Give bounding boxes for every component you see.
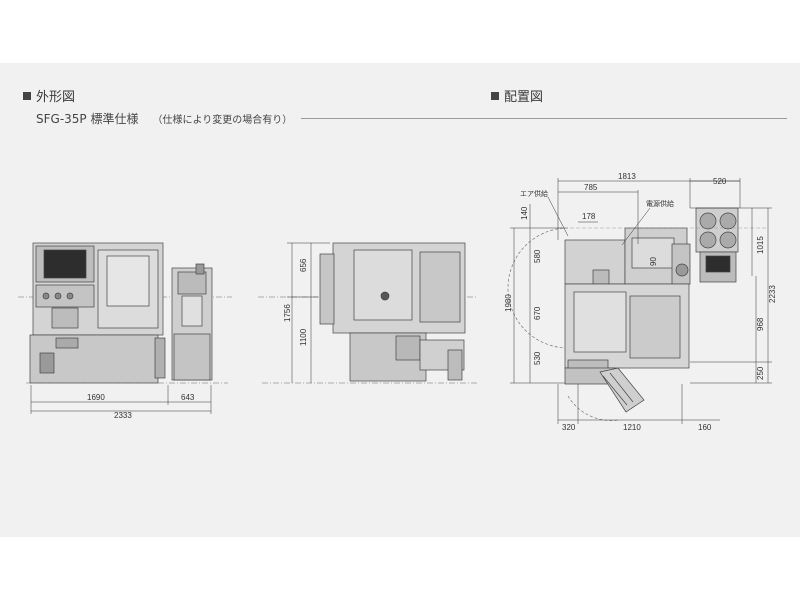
external-view-heading-text: 外形図 [36,90,76,105]
dim-178: 178 [582,212,596,221]
dim-1813: 1813 [618,172,636,181]
dim-1980: 1980 [504,294,513,312]
divider-line [301,118,787,119]
side-view-dimensions [287,242,330,383]
layout-view-dimensions [510,178,772,424]
dim-785: 785 [584,183,598,192]
front-view-drawing [18,242,232,384]
external-view-heading: 外形図 [23,86,75,105]
dim-1015: 1015 [756,236,765,254]
dim-1210: 1210 [623,423,641,432]
dim-90: 90 [649,257,658,266]
front-view-dimensions [30,385,212,414]
dim-1100: 1100 [299,328,308,346]
layout-heading-text: 配置図 [504,90,544,105]
dim-1756: 1756 [283,304,292,322]
dim-250: 250 [756,366,765,380]
dim-670: 670 [533,306,542,320]
dim-968: 968 [756,317,765,331]
dim-320: 320 [562,423,576,432]
model-spec: SFG-35P 標準仕様 [36,112,139,126]
air-supply-label: エア供給 [520,189,548,198]
dim-2333-width: 2333 [114,411,132,420]
dim-520: 520 [713,177,727,186]
dim-140: 140 [520,206,529,220]
side-view-drawing [258,242,478,384]
power-supply-label: 電源供給 [646,199,674,208]
spec-subtitle: SFG-35P 標準仕様 （仕様により変更の場合有り） [36,110,292,127]
dim-160: 160 [698,423,712,432]
layout-view-drawing [507,207,768,421]
dim-656: 656 [299,258,308,272]
bullet-square-icon [23,91,31,100]
bullet-square-icon [491,91,499,100]
layout-heading: 配置図 [491,86,543,105]
spec-note: （仕様により変更の場合有り） [152,115,293,126]
dim-2233: 2233 [768,285,777,303]
dim-530: 530 [533,351,542,365]
dim-643: 643 [181,393,195,402]
dim-580: 580 [533,249,542,263]
dim-1690: 1690 [87,393,105,402]
